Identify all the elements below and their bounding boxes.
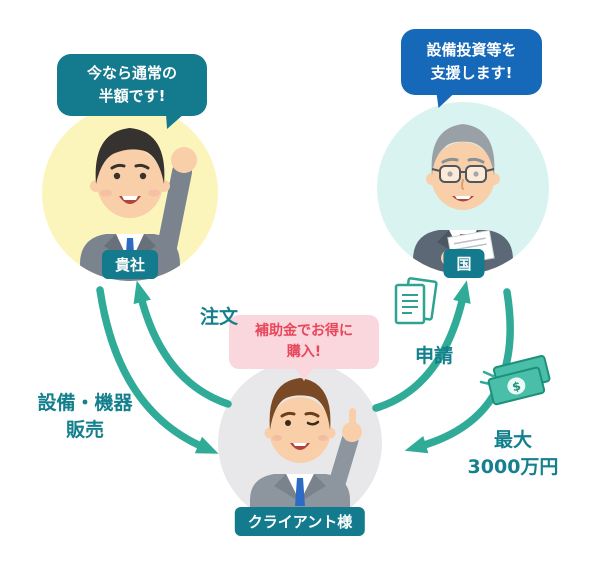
- company-label-badge: 貴社: [101, 250, 159, 279]
- sales-flow-label-line2: 販売: [65, 419, 105, 441]
- company-speech-line1: 今なら通常の: [86, 63, 177, 82]
- application-flow-label: 申請: [414, 345, 454, 367]
- sales-flow-label: 設備・機器 販売: [37, 390, 132, 444]
- client-speech-bubble: 補助金でお得に 購入!: [229, 315, 379, 381]
- subsidy-flow-label: 最大 3000万円: [468, 427, 559, 481]
- dollar-sign: $: [511, 379, 522, 395]
- government-label-badge: 国: [443, 249, 485, 278]
- arrow-application: [372, 280, 471, 412]
- subsidy-flow-label-line1: 最大: [493, 429, 533, 451]
- government-speech-line1: 設備投資等を: [426, 40, 517, 59]
- company-speech-bubble: 今なら通常の 半額です!: [57, 54, 207, 116]
- money-icon: $: [479, 355, 551, 406]
- client-label-badge: クライアント様: [234, 507, 366, 536]
- client-speech-line1: 補助金でお得に: [255, 323, 353, 339]
- government-speech-line2: 支援します!: [430, 64, 513, 82]
- arrow-sales: [96, 286, 219, 454]
- company-speech-line2: 半額です!: [98, 87, 166, 105]
- order-flow-label: 注文: [199, 306, 239, 328]
- subsidy-flow-label-line2: 3000万円: [467, 456, 559, 478]
- arrow-order: [133, 280, 232, 408]
- government-speech-bubble: 設備投資等を 支援します!: [401, 29, 542, 95]
- document-icon: [394, 277, 438, 325]
- sales-flow-label-line1: 設備・機器: [37, 392, 133, 414]
- client-speech-line2: 購入!: [286, 344, 322, 360]
